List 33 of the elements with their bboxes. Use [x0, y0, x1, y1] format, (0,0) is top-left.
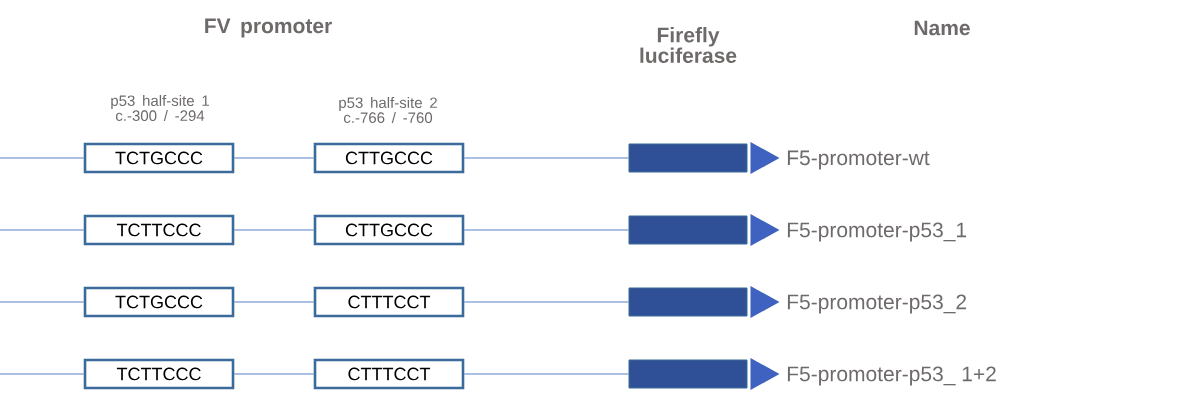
sequence-box: TCTGCCC	[83, 286, 235, 318]
site-label: p53 half-site 1 c.-300 / -294	[111, 95, 209, 121]
connector-line	[0, 229, 85, 231]
connector-line	[233, 301, 315, 303]
site-label: p53 half-site 2 c.-766 / -760	[339, 97, 437, 123]
sequence-box: TCTTCCC	[83, 214, 235, 246]
gene-block	[628, 214, 780, 246]
connector-line	[463, 373, 629, 375]
construct-name: F5-promoter-p53_2	[787, 294, 967, 314]
connector-line	[0, 157, 85, 159]
connector-line	[0, 373, 85, 375]
gene-block	[628, 286, 780, 318]
sequence-box: CTTTCCT	[313, 358, 465, 390]
connector-line	[233, 229, 315, 231]
connector-line	[233, 373, 315, 375]
sequence-box: TCTGCCC	[83, 142, 235, 174]
column-heading: FV promoter	[205, 18, 332, 38]
construct-name: F5-promoter-p53_1	[787, 222, 967, 242]
gene-block	[628, 358, 780, 390]
sequence-box: CTTTCCT	[313, 286, 465, 318]
sequence-box: CTTGCCC	[313, 214, 465, 246]
connector-line	[233, 157, 315, 159]
connector-line	[463, 301, 629, 303]
connector-line	[463, 157, 629, 159]
construct-name: F5-promoter-wt	[787, 150, 930, 170]
gene-block	[628, 142, 780, 174]
connector-line	[0, 301, 85, 303]
sequence-box: TCTTCCC	[83, 358, 235, 390]
column-heading: Name	[914, 20, 970, 36]
sequence-box: CTTGCCC	[313, 142, 465, 174]
construct-name: F5-promoter-p53_ 1+2	[787, 366, 996, 386]
column-heading: Firefly luciferase	[640, 27, 737, 63]
connector-line	[463, 229, 629, 231]
